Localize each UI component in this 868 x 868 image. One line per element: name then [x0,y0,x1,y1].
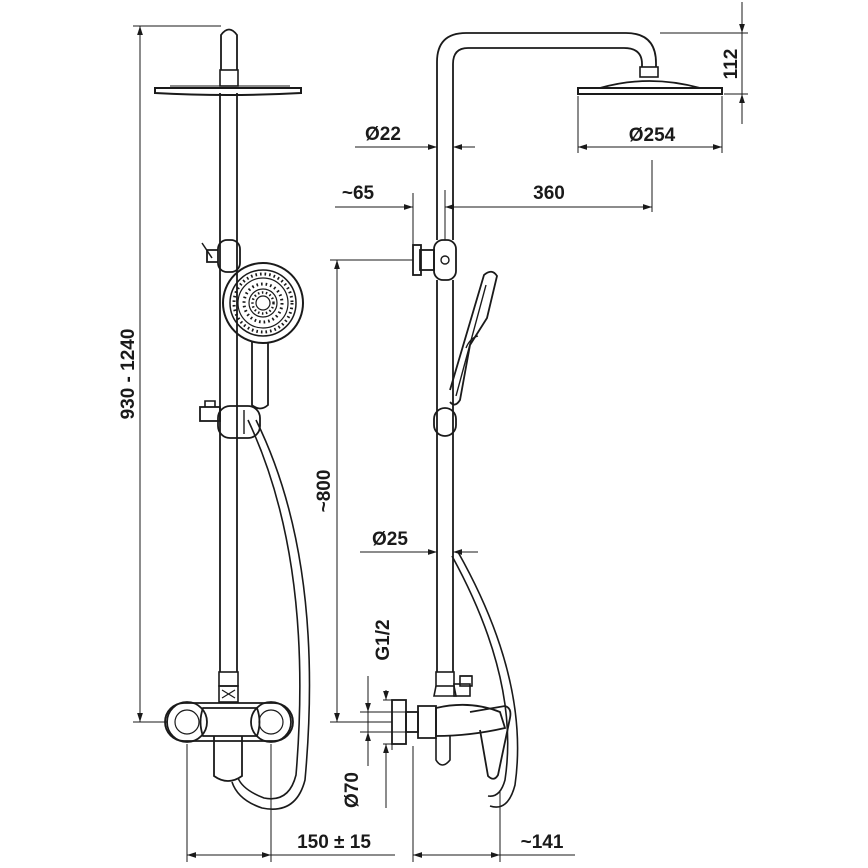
flange-diameter-label: Ø70 [342,772,363,808]
front-wall-bracket [217,239,241,273]
front-shower-head [154,87,302,96]
front-slider [199,400,261,439]
side-slider [433,407,457,437]
front-hose-outer [231,419,311,810]
head-diameter-label: Ø254 [629,125,676,146]
front-mixer-spout [213,736,243,782]
side-mixer-lever [469,705,512,780]
total-height-label: 930 - 1240 [118,329,139,420]
rail-diameter-label: Ø25 [372,529,408,550]
side-riser-outer [436,32,657,240]
side-hose-inner [451,555,509,797]
front-top-pipe [220,28,238,70]
front-mixer [164,701,294,782]
hand-shower-handle [251,342,269,410]
side-riser-inner [452,47,643,240]
arm-length-label: 360 [533,183,565,204]
front-view: 930 - 1240 150 ± 15 [118,25,395,862]
side-shower-head [577,87,723,95]
side-wall-bracket [433,239,457,281]
front-hose-inner [237,419,301,800]
side-view: 112 Ø254 Ø22 ~65 360 ~800 Ø25 G1/2 [314,2,748,862]
side-hand-shower [449,270,498,406]
arm-offset-label: ~65 [342,183,375,204]
side-hose-outer [457,551,519,808]
slider-height-label: ~800 [314,470,335,513]
head-drop-label: 112 [721,49,742,80]
wall-projection-label: ~141 [521,832,564,853]
side-mixer [391,699,512,780]
inlet-thread-label: G1/2 [373,619,394,660]
pipe-diameter-label: Ø22 [365,124,401,145]
hand-shower-head [222,262,304,344]
inlet-spacing-label: 150 ± 15 [297,832,371,853]
